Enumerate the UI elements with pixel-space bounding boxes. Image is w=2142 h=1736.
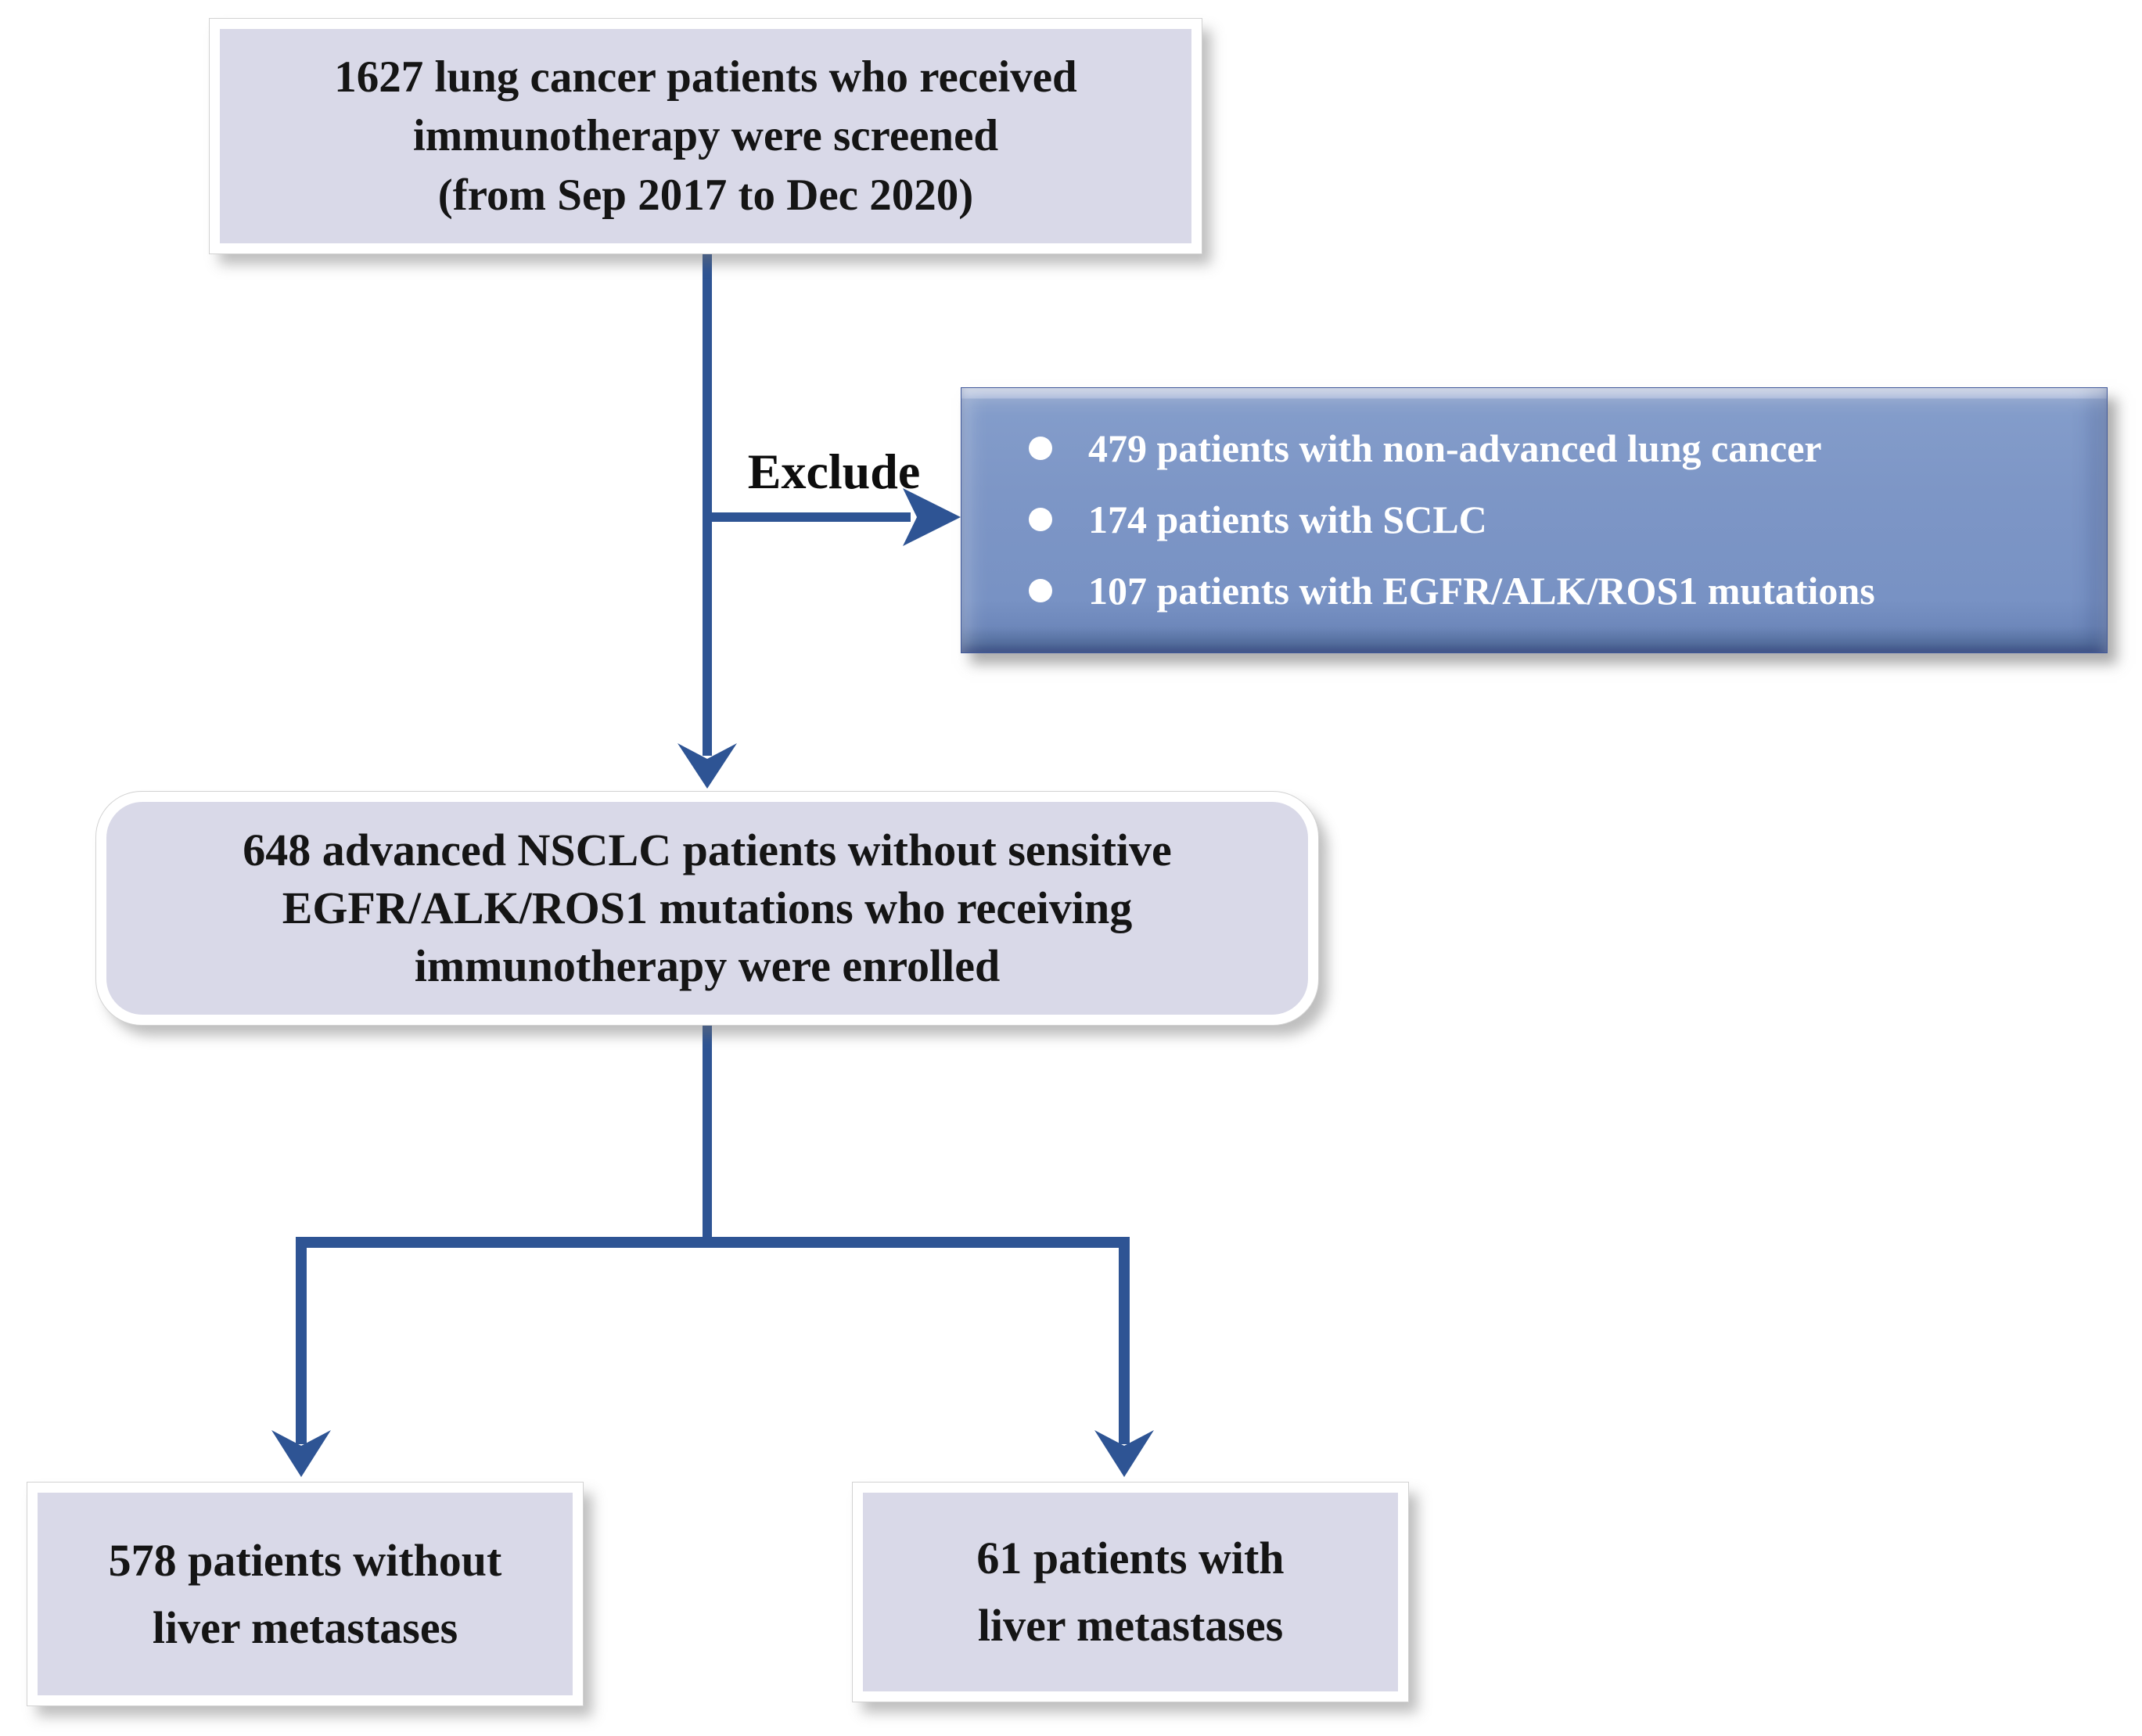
enrolled-box-line: 648 advanced NSCLC patients without sens… bbox=[243, 824, 1172, 875]
screened-box: 1627 lung cancer patients who received i… bbox=[210, 19, 1202, 253]
no-liver-metastases-line: 578 patients without bbox=[108, 1534, 502, 1586]
arrow-down-right-icon bbox=[1094, 1430, 1154, 1477]
enrolled-box-line: EGFR/ALK/ROS1 mutations who receiving bbox=[282, 882, 1133, 933]
screened-box-line: 1627 lung cancer patients who received bbox=[334, 52, 1077, 102]
liver-metastases-line: 61 patients with bbox=[976, 1533, 1285, 1584]
no-liver-metastases-box-fill: 578 patients without liver metastases bbox=[38, 1493, 573, 1695]
exclude-item: 107 patients with EGFR/ALK/ROS1 mutation… bbox=[1029, 568, 2076, 613]
exclude-item: 479 patients with non-advanced lung canc… bbox=[1029, 426, 2076, 471]
screened-box-line: (from Sep 2017 to Dec 2020) bbox=[437, 170, 974, 220]
exclude-box: 479 patients with non-advanced lung canc… bbox=[961, 387, 2108, 653]
screened-box-line: immunotherapy were screened bbox=[412, 111, 999, 161]
screened-box-fill: 1627 lung cancer patients who received i… bbox=[220, 29, 1191, 243]
bullet-icon bbox=[1029, 437, 1052, 460]
enrolled-box-fill: 648 advanced NSCLC patients without sens… bbox=[106, 802, 1308, 1015]
exclude-item-label: 479 patients with non-advanced lung canc… bbox=[1088, 426, 1822, 470]
liver-metastases-line: liver metastases bbox=[977, 1600, 1284, 1651]
arrow-down-enrolled-icon bbox=[677, 743, 737, 789]
exclude-label: Exclude bbox=[747, 444, 921, 499]
enrolled-box-line: immunotherapy were enrolled bbox=[414, 940, 1001, 992]
enrolled-box: 648 advanced NSCLC patients without sens… bbox=[96, 792, 1318, 1025]
exclude-item-label: 107 patients with EGFR/ALK/ROS1 mutation… bbox=[1088, 569, 1875, 613]
arrow-down-left-icon bbox=[271, 1430, 331, 1477]
no-liver-metastases-box: 578 patients without liver metastases bbox=[27, 1483, 583, 1705]
exclude-item-label: 174 patients with SCLC bbox=[1088, 498, 1487, 541]
liver-metastases-box: 61 patients with liver metastases bbox=[853, 1483, 1408, 1702]
bullet-icon bbox=[1029, 508, 1052, 531]
liver-metastases-box-fill: 61 patients with liver metastases bbox=[863, 1493, 1398, 1691]
bullet-icon bbox=[1029, 579, 1052, 602]
exclude-item: 174 patients with SCLC bbox=[1029, 497, 2076, 542]
no-liver-metastases-line: liver metastases bbox=[152, 1601, 458, 1653]
